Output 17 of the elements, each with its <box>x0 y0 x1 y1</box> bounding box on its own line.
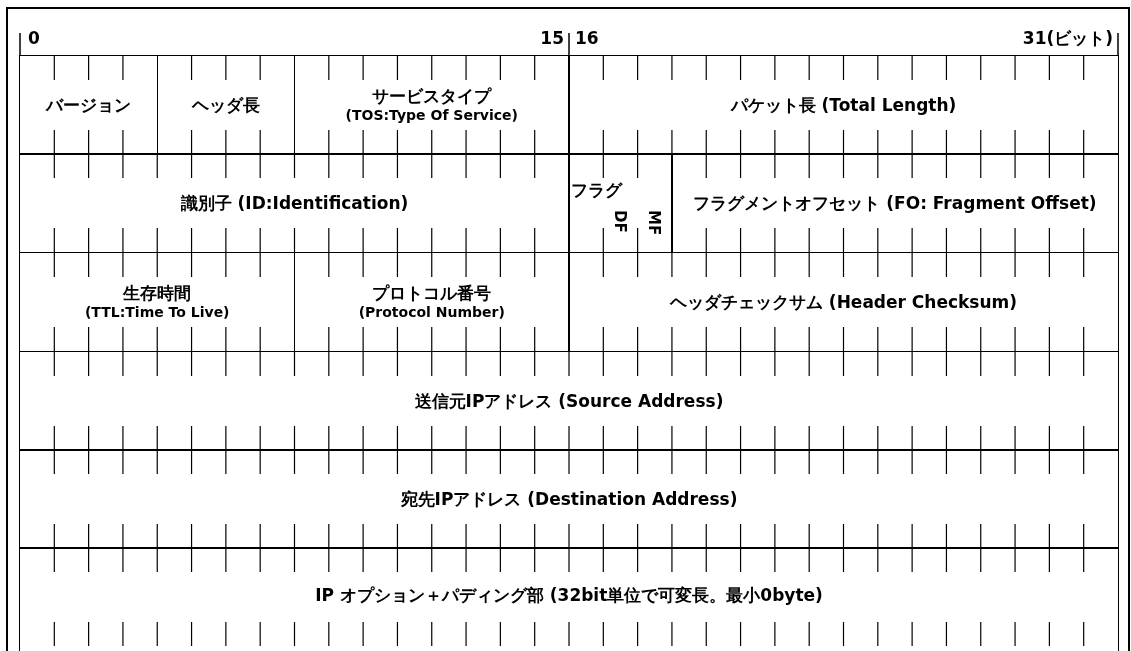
header-field <box>156 55 296 155</box>
field-label: サービスタイプ <box>369 86 495 107</box>
header-field <box>293 55 570 155</box>
header-field <box>19 55 158 155</box>
bit-label: MF <box>646 210 662 236</box>
field-label: フラグ <box>571 180 623 201</box>
header-field <box>671 153 1119 253</box>
bit-number: 15 <box>540 30 564 47</box>
header-field <box>568 252 1119 352</box>
header-field <box>19 351 1119 451</box>
header-field <box>568 153 673 253</box>
bit-number: 16 <box>575 30 599 47</box>
header-field <box>568 55 1119 155</box>
header-field <box>19 449 1119 549</box>
bit-number: 0 <box>28 30 40 47</box>
header-field <box>19 153 570 253</box>
field-label: ヘッダ長 <box>188 94 263 116</box>
